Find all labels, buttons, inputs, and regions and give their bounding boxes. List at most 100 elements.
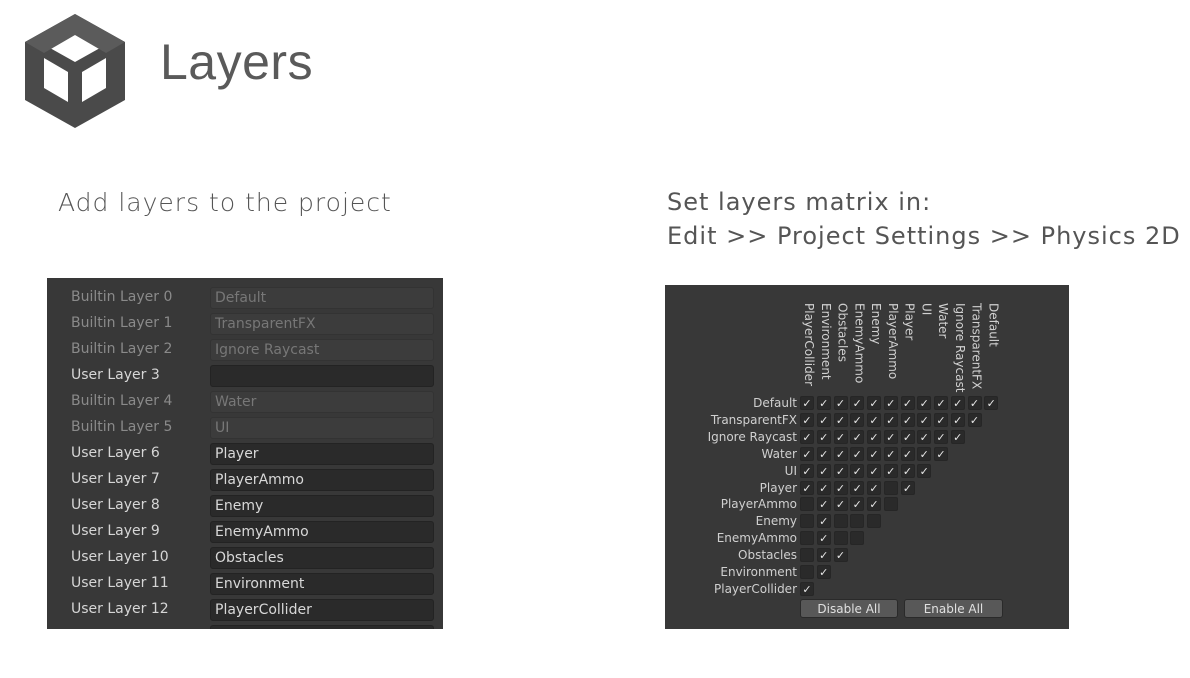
matrix-checkbox[interactable]: ✓ [800, 429, 814, 444]
matrix-checkbox[interactable]: ✓ [934, 412, 948, 427]
layer-name-field[interactable]: EnemyAmmo [210, 521, 434, 543]
matrix-checkbox[interactable]: ✓ [833, 396, 848, 410]
matrix-checkbox[interactable]: ✓ [800, 412, 814, 427]
layer-name-field: Water [210, 391, 434, 413]
matrix-column-label: PlayerAmmo [885, 303, 900, 380]
matrix-checkbox[interactable]: ✓ [867, 480, 881, 495]
layer-name-field[interactable] [210, 625, 434, 629]
matrix-checkbox[interactable]: ✓ [816, 396, 831, 410]
matrix-checkbox[interactable] [850, 531, 865, 546]
matrix-checkbox[interactable]: ✓ [950, 412, 965, 427]
matrix-checkbox[interactable]: ✓ [850, 396, 865, 410]
matrix-checkbox[interactable]: ✓ [900, 429, 915, 444]
matrix-checkbox[interactable]: ✓ [917, 412, 932, 427]
layer-name-field: Ignore Raycast [210, 339, 434, 361]
matrix-checkbox[interactable]: ✓ [816, 531, 831, 546]
matrix-row-label: PlayerAmmo [720, 497, 797, 512]
matrix-checkbox[interactable]: ✓ [816, 463, 831, 478]
matrix-checkbox[interactable]: ✓ [800, 581, 814, 596]
matrix-checkbox[interactable]: ✓ [934, 446, 948, 461]
matrix-checkbox[interactable]: ✓ [934, 429, 948, 444]
layer-name-field[interactable]: Obstacles [210, 547, 434, 569]
matrix-checkbox[interactable]: ✓ [833, 412, 848, 427]
matrix-checkbox[interactable]: ✓ [950, 396, 965, 410]
matrix-checkbox[interactable]: ✓ [816, 480, 831, 495]
matrix-checkbox[interactable]: ✓ [850, 446, 865, 461]
matrix-checkbox[interactable]: ✓ [900, 396, 915, 410]
matrix-checkbox[interactable]: ✓ [900, 446, 915, 461]
matrix-checkbox[interactable]: ✓ [850, 429, 865, 444]
matrix-column-label: TransparentFX [969, 303, 984, 390]
layer-name-field[interactable]: Player [210, 443, 434, 465]
matrix-checkbox[interactable] [800, 565, 814, 579]
matrix-checkbox[interactable]: ✓ [833, 548, 848, 563]
matrix-checkbox[interactable]: ✓ [833, 497, 848, 512]
matrix-checkbox[interactable]: ✓ [900, 412, 915, 427]
matrix-checkbox[interactable]: ✓ [867, 396, 881, 410]
matrix-checkbox[interactable] [800, 514, 814, 529]
matrix-checkbox[interactable]: ✓ [867, 412, 881, 427]
layer-label: User Layer 11 [71, 575, 169, 591]
matrix-checkbox[interactable]: ✓ [816, 429, 831, 444]
matrix-checkbox[interactable]: ✓ [816, 565, 831, 579]
matrix-checkbox[interactable] [800, 531, 814, 546]
matrix-checkbox[interactable]: ✓ [867, 446, 881, 461]
matrix-checkbox[interactable]: ✓ [800, 396, 814, 410]
matrix-checkbox[interactable] [850, 514, 865, 529]
layer-name-field[interactable]: Enemy [210, 495, 434, 517]
matrix-checkbox[interactable] [800, 548, 814, 563]
matrix-checkbox[interactable] [883, 497, 898, 512]
matrix-checkbox[interactable]: ✓ [833, 446, 848, 461]
layer-name-field[interactable] [210, 365, 434, 387]
matrix-checkbox[interactable]: ✓ [850, 480, 865, 495]
disable-all-button[interactable]: Disable All [800, 599, 898, 618]
matrix-checkbox[interactable]: ✓ [900, 480, 915, 495]
matrix-checkbox[interactable]: ✓ [816, 548, 831, 563]
layer-label: User Layer 6 [71, 445, 160, 461]
matrix-checkbox[interactable] [833, 514, 848, 529]
matrix-checkbox[interactable]: ✓ [967, 412, 982, 427]
matrix-checkbox[interactable]: ✓ [867, 497, 881, 512]
enable-all-button[interactable]: Enable All [904, 599, 1003, 618]
matrix-checkbox[interactable]: ✓ [917, 446, 932, 461]
matrix-checkbox[interactable]: ✓ [800, 480, 814, 495]
matrix-checkbox[interactable]: ✓ [833, 480, 848, 495]
matrix-checkbox[interactable]: ✓ [917, 463, 932, 478]
matrix-checkbox[interactable]: ✓ [850, 463, 865, 478]
matrix-checkbox[interactable]: ✓ [900, 463, 915, 478]
matrix-checkbox[interactable]: ✓ [867, 463, 881, 478]
matrix-checkbox[interactable]: ✓ [800, 463, 814, 478]
matrix-checkbox[interactable] [883, 480, 898, 495]
matrix-checkbox[interactable]: ✓ [816, 446, 831, 461]
layer-label: Builtin Layer 5 [71, 419, 173, 435]
matrix-checkbox[interactable]: ✓ [883, 396, 898, 410]
matrix-checkbox[interactable]: ✓ [850, 497, 865, 512]
matrix-checkbox[interactable]: ✓ [867, 429, 881, 444]
matrix-checkbox[interactable]: ✓ [883, 446, 898, 461]
matrix-checkbox[interactable]: ✓ [800, 446, 814, 461]
matrix-checkbox[interactable]: ✓ [883, 412, 898, 427]
layer-name-field[interactable]: Environment [210, 573, 434, 595]
layer-name-field[interactable]: PlayerCollider [210, 599, 434, 621]
matrix-checkbox[interactable] [867, 514, 881, 529]
matrix-checkbox[interactable] [833, 531, 848, 546]
matrix-checkbox[interactable]: ✓ [833, 429, 848, 444]
matrix-checkbox[interactable]: ✓ [934, 396, 948, 410]
matrix-checkbox[interactable]: ✓ [950, 429, 965, 444]
matrix-checkbox[interactable]: ✓ [833, 463, 848, 478]
matrix-checkbox[interactable]: ✓ [883, 429, 898, 444]
matrix-checkbox[interactable]: ✓ [984, 396, 999, 410]
layer-label: User Layer 7 [71, 471, 160, 487]
matrix-checkbox[interactable]: ✓ [816, 412, 831, 427]
matrix-column-header: Obstacles [834, 303, 851, 389]
layer-name-field[interactable]: PlayerAmmo [210, 469, 434, 491]
matrix-checkbox[interactable]: ✓ [816, 497, 831, 512]
matrix-checkbox[interactable]: ✓ [883, 463, 898, 478]
matrix-column-header: Player [901, 303, 918, 389]
matrix-checkbox[interactable]: ✓ [850, 412, 865, 427]
matrix-checkbox[interactable]: ✓ [816, 514, 831, 529]
matrix-checkbox[interactable] [800, 497, 814, 512]
matrix-checkbox[interactable]: ✓ [917, 429, 932, 444]
matrix-checkbox[interactable]: ✓ [967, 396, 982, 410]
matrix-checkbox[interactable]: ✓ [917, 396, 932, 410]
